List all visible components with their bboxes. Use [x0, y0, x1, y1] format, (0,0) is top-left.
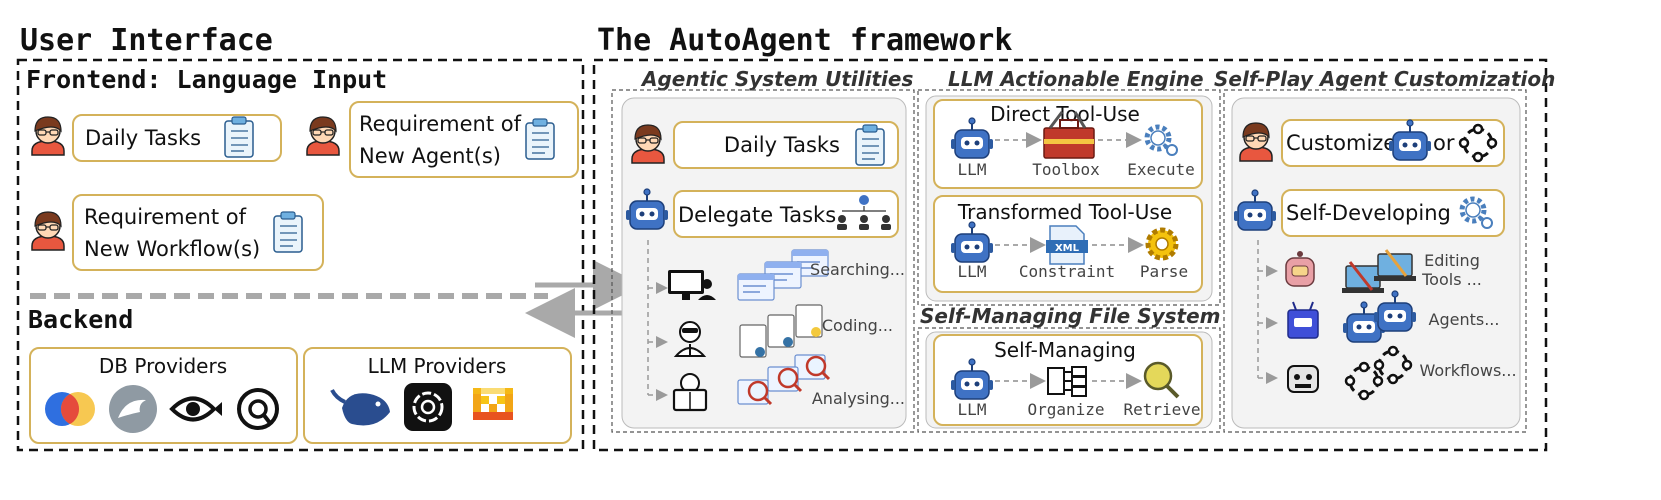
small-gear-icon — [1166, 144, 1178, 156]
hierarchy-icon — [1047, 366, 1087, 397]
mariadb-logo-icon — [109, 385, 157, 433]
xml-badge: XML — [1055, 243, 1080, 254]
custom-title: Self-Play Agent Customization — [1214, 67, 1555, 91]
new-agent-box — [349, 101, 579, 178]
new-workflow-label-2: New Workflow(s) — [84, 237, 260, 261]
customize-label: Customize — [1286, 131, 1396, 155]
workflow-robot-icon — [1287, 365, 1319, 393]
user-avatar-icon — [631, 124, 665, 164]
analysing-label: Analysing... — [812, 389, 905, 408]
framework-title: The AutoAgent framework — [597, 23, 1012, 58]
utilities-daily-box — [673, 121, 899, 169]
web-agent-icon — [668, 270, 716, 300]
new-workflow-label-1: Requirement of — [84, 205, 247, 229]
parse-label: Parse — [1140, 262, 1188, 281]
fs-section — [917, 327, 1221, 433]
framework-border — [592, 58, 1548, 452]
analysis-windows-icon — [737, 354, 831, 406]
direct-llm-label: LLM — [958, 160, 987, 179]
user-avatar-icon — [306, 116, 340, 156]
ui-title: User Interface — [20, 23, 273, 58]
clipboard-icon — [525, 118, 555, 160]
llm-providers-title: LLM Providers — [368, 354, 507, 378]
team-icon — [837, 195, 891, 230]
transformed-tool-title: Transformed Tool-Use — [957, 200, 1172, 224]
mistral-logo-icon — [473, 388, 513, 420]
backend-title: Backend — [28, 305, 133, 334]
new-agent-label-2: New Agent(s) — [359, 144, 501, 168]
searching-label: Searching... — [810, 260, 905, 279]
db-providers-title: DB Providers — [99, 354, 227, 378]
coding-label: Coding... — [822, 316, 893, 335]
clipboard-icon — [224, 116, 254, 158]
editing-label-1: Editing — [1424, 251, 1480, 270]
eye-logo-icon — [169, 396, 222, 422]
custom-panel — [1231, 97, 1521, 429]
engine-section — [917, 89, 1221, 306]
retrieve-magnifier-icon — [1143, 361, 1180, 399]
daily-tasks-label: Daily Tasks — [85, 126, 201, 150]
clipboard-icon — [855, 124, 885, 166]
delegate-label: Delegate Tasks — [678, 203, 836, 227]
engine-title: LLM Actionable Engine — [948, 67, 1204, 91]
small-gear-icon — [1481, 217, 1493, 229]
editing-label-2: Tools ... — [1421, 270, 1482, 289]
user-avatar-icon — [31, 116, 65, 156]
db-logo-icon — [45, 392, 95, 426]
agent-robot-icon — [1287, 301, 1319, 339]
toolbox-label: Toolbox — [1032, 160, 1100, 179]
or-label: or — [1433, 131, 1455, 155]
coding-agent-icon — [673, 321, 707, 357]
frontend-title: Frontend: Language Input — [26, 65, 387, 94]
user-avatar-icon — [1239, 122, 1273, 162]
analysis-agent-icon — [672, 373, 708, 412]
user-avatar-icon — [31, 211, 65, 251]
utilities-section — [611, 89, 915, 433]
workflows-label: Workflows... — [1419, 361, 1516, 380]
transformed-llm-label: LLM — [958, 262, 987, 281]
organize-label: Organize — [1027, 400, 1104, 419]
utilities-daily-label: Daily Tasks — [724, 133, 840, 157]
toolbox-icon — [1043, 111, 1095, 159]
execute-label: Execute — [1127, 160, 1194, 179]
agents-label: Agents... — [1429, 310, 1500, 329]
new-workflow-box — [72, 194, 324, 271]
parse-gear-icon — [1145, 227, 1179, 261]
q-logo-icon — [237, 388, 279, 430]
direct-tool-title: Direct Tool-Use — [990, 102, 1140, 126]
self-developing-box — [1281, 189, 1505, 237]
editing-laptops-icon — [1342, 249, 1416, 293]
xml-file-icon: XML — [1046, 225, 1088, 265]
constraint-label: Constraint — [1019, 262, 1115, 281]
utilities-panel — [621, 97, 907, 429]
ui-border — [16, 58, 585, 452]
openai-logo-icon — [404, 383, 452, 431]
new-agent-label-1: Requirement of — [359, 112, 522, 136]
fs-title: Self-Managing File System — [920, 304, 1221, 328]
custom-section — [1223, 89, 1527, 433]
deepseek-logo-icon — [330, 389, 390, 426]
coding-files-icon — [739, 304, 823, 358]
clipboard-icon — [273, 211, 303, 253]
fs-llm-label: LLM — [958, 400, 987, 419]
db-providers-box — [29, 347, 298, 444]
self-developing-label: Self-Developing — [1286, 201, 1451, 225]
utilities-title: Agentic System Utilities — [640, 67, 913, 91]
tool-robot-icon — [1285, 251, 1315, 287]
retrieve-label: Retrieve — [1123, 400, 1200, 419]
self-managing-label: Self-Managing — [994, 338, 1136, 362]
